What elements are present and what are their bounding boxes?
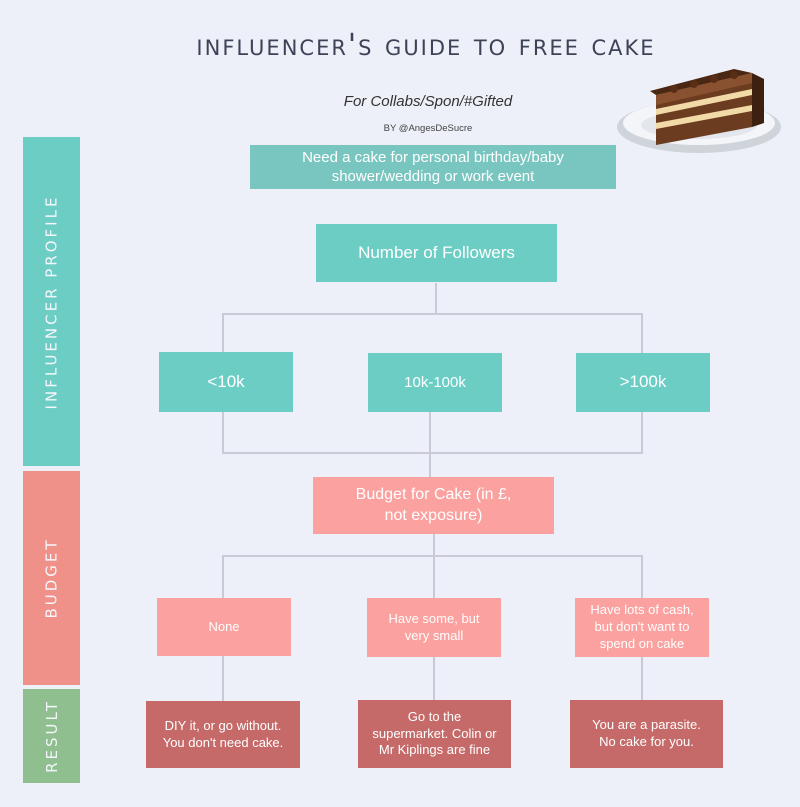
node-budget-for-cake: Budget for Cake (in £, not exposure) xyxy=(313,477,554,534)
page-title: INFLUENCER'S GUIDE TO FREE CAKE xyxy=(196,28,656,63)
connector xyxy=(429,412,431,477)
result-diy: DIY it, or go without. You don't need ca… xyxy=(146,701,300,768)
band-label-profile: INFLUENCER PROFILE xyxy=(42,194,61,409)
band-budget: BUDGET xyxy=(23,471,80,685)
cake-slice-icon xyxy=(614,65,784,160)
subtitle: For Collabs/Spon/#Gifted xyxy=(343,93,513,110)
connector xyxy=(641,313,643,353)
node-followers-10k-100k: 10k-100k xyxy=(368,353,502,412)
connector xyxy=(222,313,643,315)
connector xyxy=(222,313,224,352)
byline: BY @AngesDeSucre xyxy=(383,123,473,134)
connector xyxy=(433,657,435,700)
node-number-of-followers: Number of Followers xyxy=(316,224,557,282)
band-influencer-profile: INFLUENCER PROFILE xyxy=(23,137,80,466)
connector xyxy=(222,656,224,701)
connector xyxy=(435,283,437,313)
connector xyxy=(222,555,224,598)
connector xyxy=(641,412,643,454)
node-budget-none: None xyxy=(157,598,291,656)
connector xyxy=(433,534,435,556)
band-label-budget: BUDGET xyxy=(42,537,61,619)
connector xyxy=(641,555,643,598)
result-parasite: You are a parasite. No cake for you. xyxy=(570,700,723,768)
connector xyxy=(433,555,435,598)
node-followers-over-100k: >100k xyxy=(576,353,710,412)
band-result: RESULT xyxy=(23,689,80,783)
connector xyxy=(222,452,643,454)
band-label-result: RESULT xyxy=(42,699,61,773)
node-budget-lots: Have lots of cash, but don't want to spe… xyxy=(575,598,709,657)
node-followers-under-10k: <10k xyxy=(159,352,293,412)
connector xyxy=(222,412,224,454)
connector xyxy=(222,555,643,557)
node-budget-small: Have some, but very small xyxy=(367,598,501,657)
connector xyxy=(641,657,643,700)
node-need-cake: Need a cake for personal birthday/baby s… xyxy=(250,145,616,189)
result-supermarket: Go to the supermarket. Colin or Mr Kipli… xyxy=(358,700,511,768)
